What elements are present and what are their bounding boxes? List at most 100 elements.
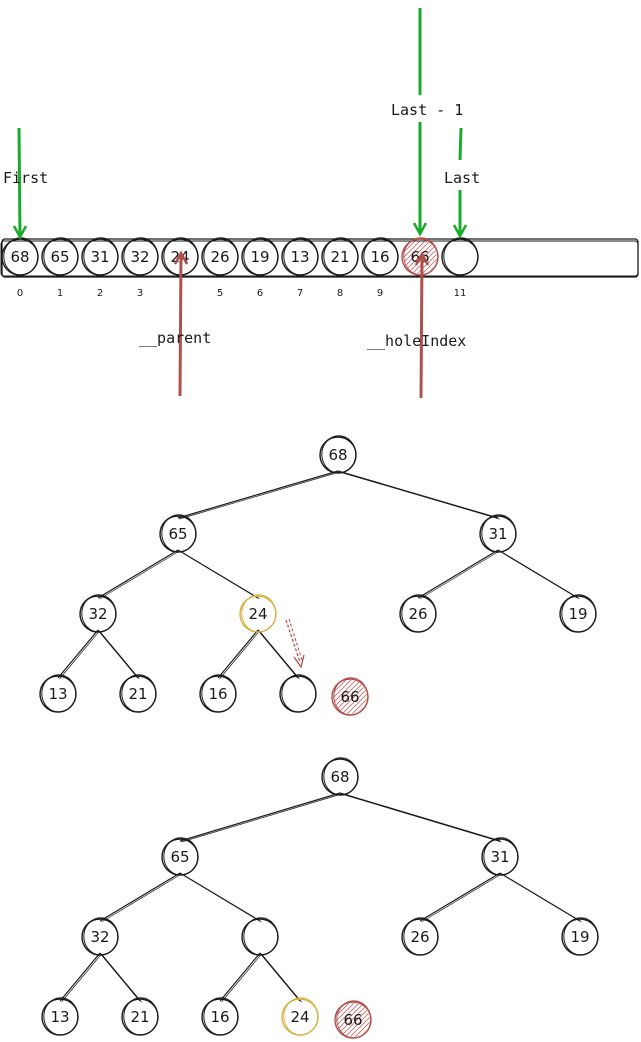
array-cell <box>201 237 239 276</box>
last-pointer-arrow <box>452 127 468 239</box>
array-index-label: 3 <box>137 288 143 299</box>
hole-index-pointer-arrow <box>414 251 430 399</box>
array-index-label: 2 <box>97 288 103 299</box>
array-index-label: 0 <box>17 288 23 299</box>
parent-label: __parent <box>139 329 211 347</box>
array-cell <box>281 237 319 276</box>
tree-node <box>41 997 79 1036</box>
tree-node-value: 19 <box>568 605 587 623</box>
tree-edge <box>99 630 140 680</box>
tree-edge <box>181 873 262 923</box>
tree-node <box>121 997 159 1036</box>
tree-node-value: 19 <box>570 928 589 946</box>
parent-pointer-arrow <box>173 250 189 397</box>
tree-node <box>239 594 277 633</box>
tree-node <box>39 674 77 713</box>
pending-node-value: 66 <box>340 688 359 706</box>
tree-edge <box>219 630 260 680</box>
tree-edge <box>217 629 259 679</box>
tree-node <box>401 917 439 956</box>
array-index-label: 8 <box>337 288 343 299</box>
tree-node-value: 68 <box>330 768 349 786</box>
tree-edge <box>97 549 179 599</box>
tree-node <box>201 997 239 1036</box>
tree-edge <box>59 630 100 680</box>
tree-node-value: 26 <box>408 605 427 623</box>
tree-node <box>79 594 117 633</box>
array-index-label: 11 <box>454 288 467 299</box>
array-cell <box>361 237 399 276</box>
array-cell <box>241 237 279 276</box>
tree-node-value: 16 <box>208 685 227 703</box>
tree-edge <box>419 872 501 922</box>
array-index-label: 7 <box>297 288 303 299</box>
tree-edge <box>177 470 339 519</box>
tree-node <box>561 917 599 956</box>
tree-node <box>161 837 199 876</box>
array-cell-value: 19 <box>250 248 269 266</box>
tree-edge <box>419 550 500 600</box>
last-label: Last <box>444 169 480 187</box>
array-cell <box>321 237 359 276</box>
first-pointer-arrow <box>12 127 28 240</box>
tree-edge <box>501 873 582 923</box>
tree-edge <box>99 872 181 922</box>
tree-node <box>241 917 279 956</box>
tree-node <box>119 674 157 713</box>
tree-edge <box>97 629 139 679</box>
tree-edge <box>99 550 180 600</box>
tree-edge <box>339 792 501 842</box>
tree-edge <box>341 793 502 843</box>
tree-edge <box>337 470 499 519</box>
tree-node <box>81 917 119 956</box>
tree-edge <box>61 953 102 1003</box>
pending-node <box>331 677 369 716</box>
pending-node-value: 66 <box>343 1011 362 1029</box>
first-label: First <box>3 169 48 187</box>
array-cell-value: 65 <box>50 248 69 266</box>
array-cell <box>41 237 79 276</box>
array-cell-value: 32 <box>130 248 149 266</box>
tree-node-value: 24 <box>290 1008 309 1026</box>
array-cell <box>441 237 479 276</box>
tree-edge <box>219 952 261 1002</box>
tree-edge <box>257 629 299 679</box>
array-cell-value: 68 <box>10 248 29 266</box>
tree-node-value: 21 <box>130 1008 149 1026</box>
tree-edge <box>99 952 141 1002</box>
tree-node-value: 65 <box>168 525 187 543</box>
tree-edge <box>421 873 502 923</box>
tree-node <box>199 674 237 713</box>
tree-node-value: 16 <box>210 1008 229 1026</box>
tree-node <box>399 594 437 633</box>
array-cell <box>121 237 159 276</box>
tree-edge <box>499 550 580 600</box>
array-cell-value: 31 <box>90 248 109 266</box>
tree-node-value: 32 <box>88 605 107 623</box>
hole-index-label: __holeIndex <box>367 332 466 350</box>
tree-edge <box>417 549 499 599</box>
array-index-label: 6 <box>257 288 263 299</box>
array-index-label: 5 <box>217 288 223 299</box>
tree-node-value: 32 <box>90 928 109 946</box>
tree-node-value: 13 <box>48 685 67 703</box>
array-cell <box>81 237 119 276</box>
tree-edge <box>259 952 301 1002</box>
tree-node <box>319 435 357 474</box>
tree-edge <box>221 953 262 1003</box>
tree-node-value: 31 <box>488 525 507 543</box>
tree-edge <box>179 792 341 842</box>
tree-node <box>279 674 317 713</box>
tree-node-value: 68 <box>328 446 347 464</box>
tree-node <box>479 514 517 553</box>
pending-node <box>334 1000 372 1039</box>
array-index-label: 9 <box>377 288 383 299</box>
tree-node-value: 26 <box>410 928 429 946</box>
tree-edge <box>101 953 142 1003</box>
tree-node-value: 31 <box>490 848 509 866</box>
tree-edge <box>59 952 101 1002</box>
tree-node <box>321 757 359 796</box>
